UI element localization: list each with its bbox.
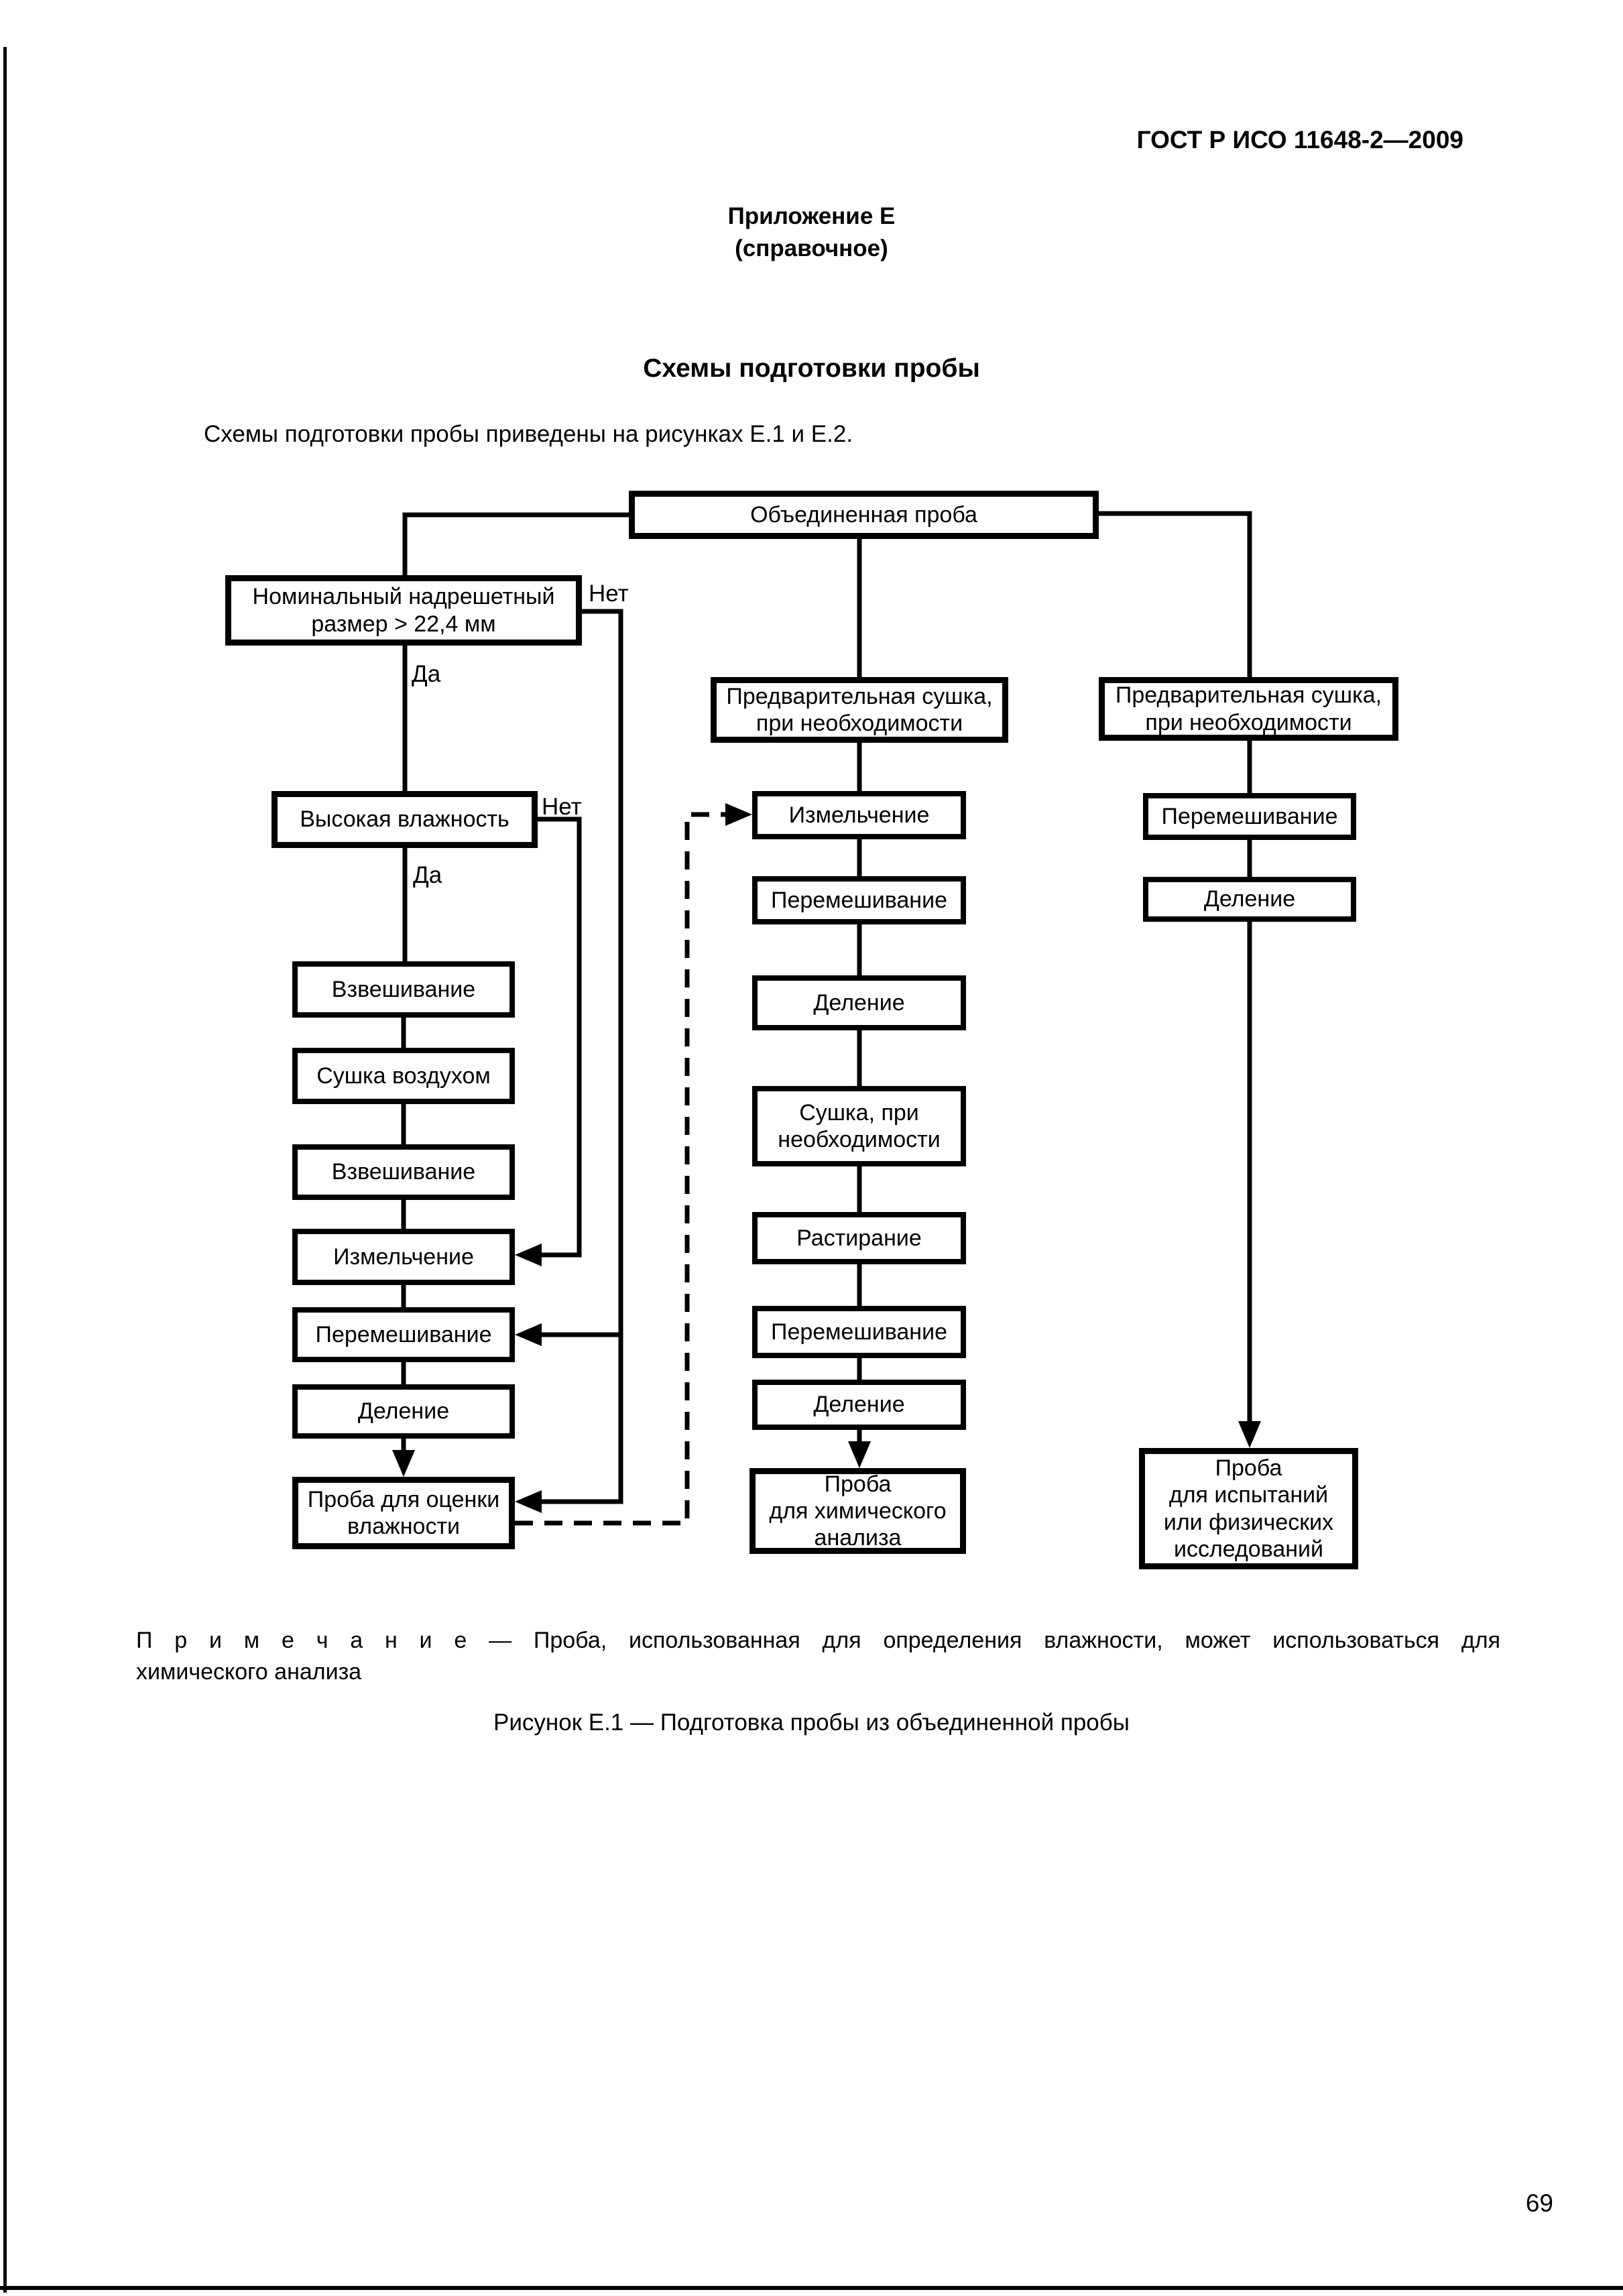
flow-box-division-mid-1: Деление xyxy=(752,975,966,1030)
arrowhead-division-to-testing-sample xyxy=(1238,1421,1261,1448)
flow-box-crushing-mid: Измельчение xyxy=(752,791,966,839)
flow-box-mixing-left: Перемешивание xyxy=(292,1307,515,1362)
page-number: 69 xyxy=(1525,2189,1553,2217)
flow-box-combined-sample: Объединенная проба xyxy=(629,491,1099,539)
note-line-1: П р и м е ч а н и е — Проба, использован… xyxy=(136,1628,1500,1653)
flow-box-label: Перемешивание xyxy=(1161,803,1338,829)
flow-box-label: влажности xyxy=(347,1514,461,1539)
flow-box-label: Перемешивание xyxy=(771,887,947,913)
flow-box-division-mid-2: Деление xyxy=(752,1380,966,1430)
appendix-title: Приложение Е xyxy=(727,203,896,229)
figure-caption: Рисунок Е.1 — Подготовка пробы из объеди… xyxy=(493,1709,1130,1736)
scan-border-bottom xyxy=(0,2286,1623,2290)
flow-box-weighing-1: Взвешивание xyxy=(292,961,515,1018)
edge-label-no: Нет xyxy=(542,794,582,820)
flow-box-weighing-2: Взвешивание xyxy=(292,1144,515,1200)
flow-box-label: Высокая влажность xyxy=(300,806,509,833)
arrowhead-nominal-no-branch-to-mixing xyxy=(515,1323,542,1346)
flow-box-label: Растирание xyxy=(796,1225,922,1251)
flow-box-crushing-left: Измельчение xyxy=(292,1229,515,1285)
flow-box-label: Сушка, при xyxy=(799,1099,919,1126)
connector-combined-to-right-predrying xyxy=(1099,511,1252,677)
connector-moisture-no-to-crushing xyxy=(535,817,582,1258)
arrowhead-division-to-moisture-sample xyxy=(392,1450,415,1477)
flow-box-mixing-right: Перемешивание xyxy=(1143,793,1356,840)
flow-box-label: для испытаний xyxy=(1168,1482,1329,1508)
flow-box-label: для химического xyxy=(769,1498,947,1524)
note-line-2: химического анализа xyxy=(136,1658,362,1685)
flow-box-label: Номинальный надрешетный xyxy=(252,584,555,610)
connector-moisture-sample-to-crushing-dashed xyxy=(515,812,732,1526)
edge-label-yes: Да xyxy=(412,661,441,687)
flow-box-air-drying: Сушка воздухом xyxy=(292,1048,515,1104)
flow-box-label: Деление xyxy=(1203,886,1296,912)
flow-box-label: размер > 22,4 мм xyxy=(311,611,496,637)
flow-box-label: Взвешивание xyxy=(331,1159,476,1185)
flow-box-label: Взвешивание xyxy=(331,976,476,1002)
flow-box-mixing-mid-2: Перемешивание xyxy=(752,1306,966,1358)
flow-box-label: Измельчение xyxy=(788,802,930,828)
flow-box-label: Проба для оценки xyxy=(307,1486,500,1512)
flow-box-label: или физических xyxy=(1163,1509,1334,1535)
flow-box-label: Сушка воздухом xyxy=(316,1063,491,1089)
arrowhead-moisture-no-to-crushing xyxy=(515,1244,542,1266)
intro-paragraph: Схемы подготовки пробы приведены на рису… xyxy=(204,421,853,447)
flow-box-label: анализа xyxy=(814,1525,902,1551)
flow-box-predrying-right: Предварительная сушка,при необходимости xyxy=(1099,677,1398,741)
arrowhead-nominal-no-to-moisture-sample xyxy=(515,1490,542,1513)
section-title: Схемы подготовки пробы xyxy=(643,354,980,383)
flow-box-label: при необходимости xyxy=(1145,709,1352,735)
scan-border-left xyxy=(3,47,7,2293)
flow-box-predrying-mid: Предварительная сушка,при необходимости xyxy=(711,677,1008,743)
flow-box-label: Деление xyxy=(357,1398,450,1425)
flow-box-label: Проба xyxy=(824,1471,892,1497)
document-header: ГОСТ Р ИСО 11648-2—2009 xyxy=(1136,126,1463,154)
arrowhead-division2-to-chemical-sample xyxy=(848,1441,871,1468)
flow-box-label: Измельчение xyxy=(333,1244,474,1270)
flow-box-label: Перемешивание xyxy=(771,1319,947,1345)
flow-box-division-right: Деление xyxy=(1143,877,1356,922)
flow-box-label: Предварительная сушка, xyxy=(726,683,993,709)
arrowhead-moisture-sample-to-crushing-dashed xyxy=(725,803,752,826)
flow-box-high-moisture: Высокая влажность xyxy=(272,791,538,848)
flow-box-mixing-mid-1: Перемешивание xyxy=(752,876,966,924)
flow-box-label: Деление xyxy=(813,1392,905,1418)
edge-label-yes: Да xyxy=(413,862,442,888)
flow-box-label: при необходимости xyxy=(756,711,963,736)
appendix-type: (справочное) xyxy=(735,235,888,261)
flow-box-grinding-mid: Растирание xyxy=(752,1212,966,1264)
flow-box-label: Проба xyxy=(1215,1455,1282,1482)
connector-nominal-no-to-moisture-sample xyxy=(535,609,623,1504)
flow-box-label: исследований xyxy=(1173,1536,1324,1562)
flow-box-label: Объединенная проба xyxy=(750,501,977,528)
connector-combined-to-nominal xyxy=(402,512,629,575)
flow-box-division-left: Деление xyxy=(292,1384,515,1439)
edge-label-no: Нет xyxy=(589,581,629,607)
flow-box-label: Перемешивание xyxy=(315,1321,492,1347)
flow-box-label: Деление xyxy=(813,989,905,1016)
flow-box-label: Предварительная сушка, xyxy=(1115,682,1382,709)
note-paragraph: П р и м е ч а н и е — Проба, использован… xyxy=(136,1625,1500,1688)
flow-box-label: необходимости xyxy=(778,1127,941,1152)
